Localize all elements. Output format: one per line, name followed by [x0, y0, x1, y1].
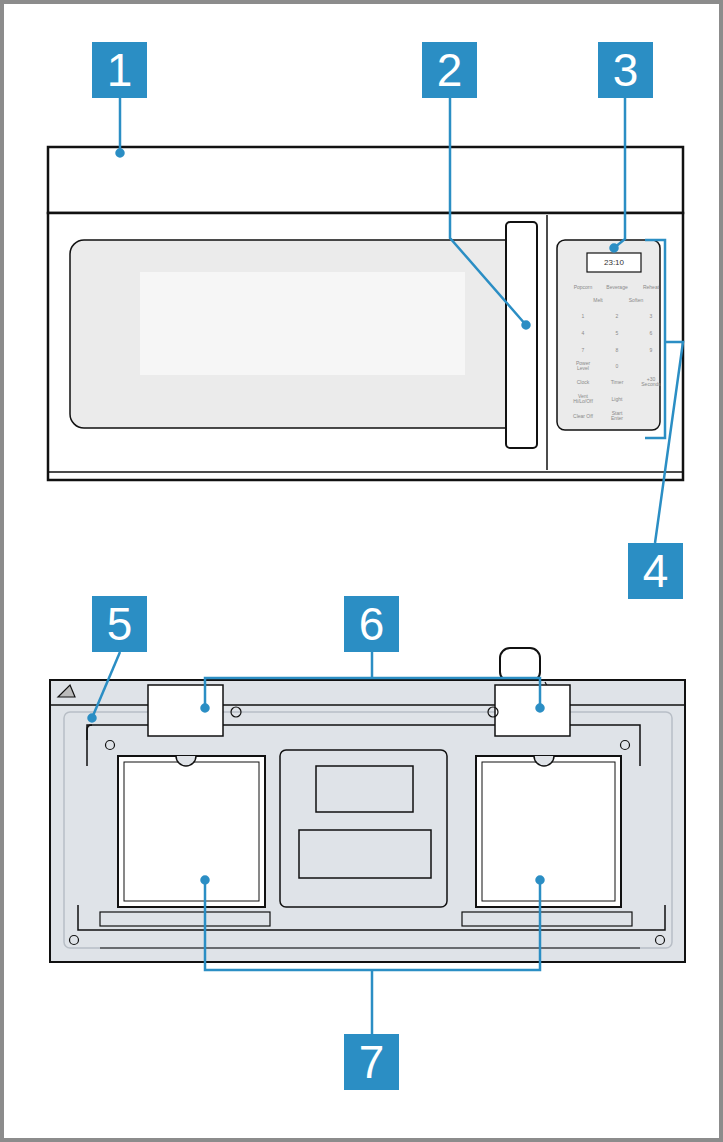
callout-number: 1 — [92, 42, 147, 98]
callout-number: 5 — [92, 596, 147, 652]
key-label: 5 — [606, 331, 628, 336]
key-label: Power Level — [572, 361, 594, 371]
key-label: 1 — [572, 314, 594, 319]
key-label: Vent Hi/Lo/Off — [572, 394, 594, 404]
callout-number: 4 — [628, 543, 683, 599]
bottom-view — [50, 648, 685, 962]
key-label: 4 — [572, 331, 594, 336]
key-label: Reheat — [640, 285, 662, 290]
key-label: 9 — [640, 348, 662, 353]
leader-lines — [89, 98, 684, 1034]
callout-number: 6 — [344, 596, 399, 652]
key-label: Clock — [572, 380, 594, 385]
key-label: 7 — [572, 348, 594, 353]
key-label: Soften — [625, 298, 647, 303]
callout-number: 3 — [598, 42, 653, 98]
key-label: Melt — [587, 298, 609, 303]
key-label: Light — [606, 397, 628, 402]
key-label: 3 — [640, 314, 662, 319]
key-label: Beverage — [606, 285, 628, 290]
key-label: Start Enter — [606, 411, 628, 421]
key-label: 6 — [640, 331, 662, 336]
front-view — [48, 147, 683, 480]
callout-number: 7 — [344, 1034, 399, 1090]
callout-number: 2 — [422, 42, 477, 98]
key-label: Popcorn — [572, 285, 594, 290]
key-label: 2 — [606, 314, 628, 319]
key-label: Timer — [606, 380, 628, 385]
key-label: Clear Off — [572, 414, 594, 419]
key-label: +30 Seconds — [640, 377, 662, 387]
key-label: 0 — [606, 364, 628, 369]
key-label: 8 — [606, 348, 628, 353]
display-readout: 23:10 — [604, 259, 624, 267]
